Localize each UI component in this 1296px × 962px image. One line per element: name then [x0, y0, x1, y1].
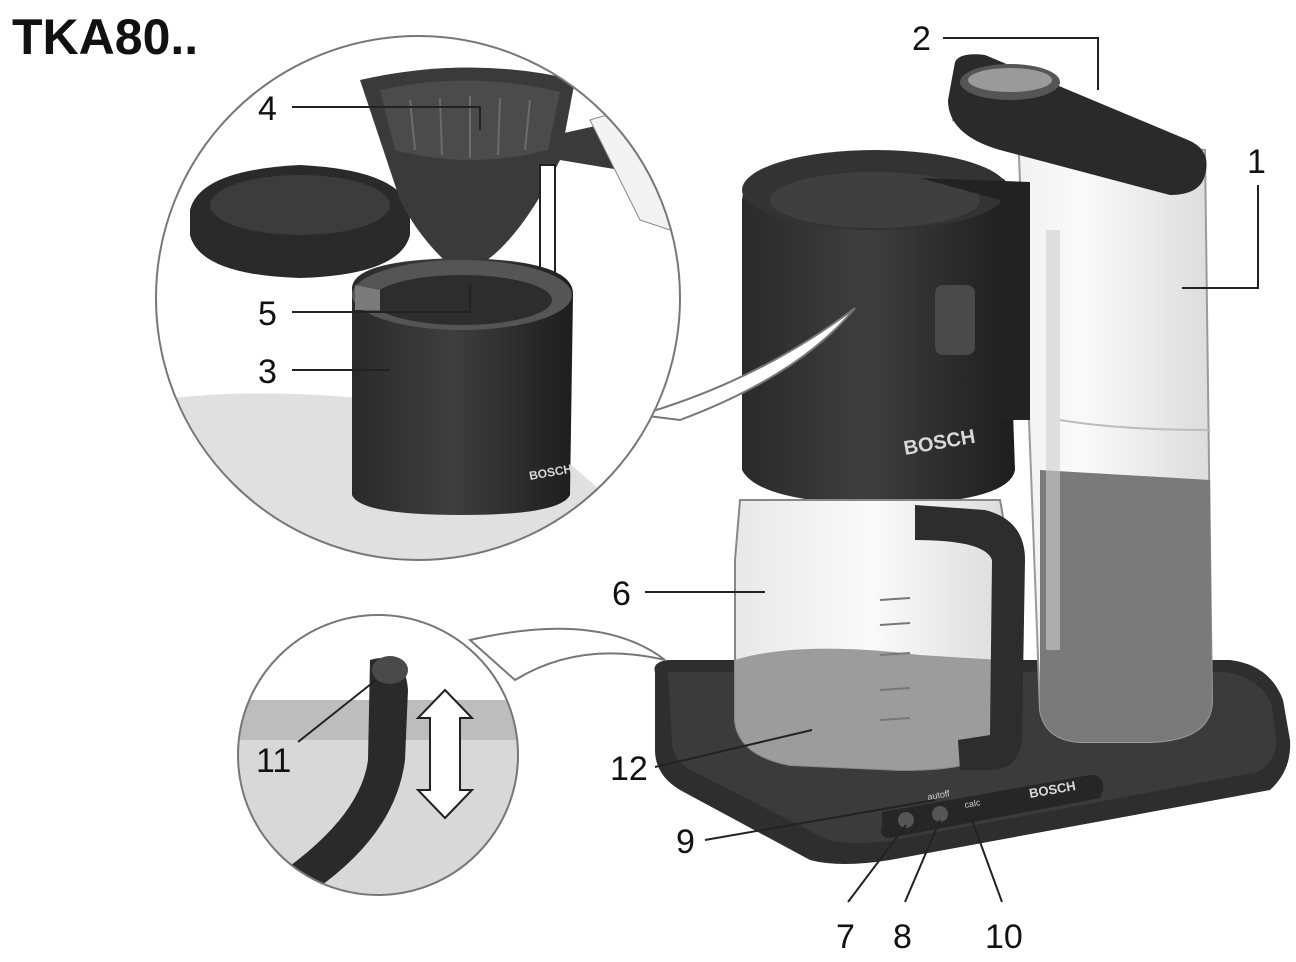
- callout-11: 11: [256, 742, 291, 780]
- leader-7: [847, 824, 907, 903]
- callout-10: 10: [985, 918, 1023, 956]
- model-title: TKA80..: [12, 9, 199, 65]
- leader-lines: [292, 37, 1259, 903]
- leader-10: [971, 819, 1003, 903]
- callout-2: 2: [912, 20, 931, 58]
- leader-11: [297, 679, 377, 743]
- water-tank-lid: [948, 54, 1207, 195]
- power-button[interactable]: [898, 812, 914, 828]
- callout-tail-small: [467, 627, 666, 682]
- leader-12: [654, 729, 813, 768]
- brew-housing: BOSCH: [742, 150, 1030, 505]
- leader-2: [943, 37, 1099, 90]
- leader-8: [904, 819, 941, 903]
- callout-3: 3: [258, 353, 277, 391]
- callout-5: 5: [258, 295, 277, 333]
- leader-5: [292, 285, 471, 313]
- callout-4: 4: [258, 90, 277, 128]
- leader-4: [292, 106, 481, 130]
- callout-12: 12: [610, 750, 648, 788]
- leader-1: [1182, 185, 1259, 289]
- autoff-label: autoff: [927, 788, 951, 802]
- callout-1: 1: [1247, 143, 1266, 181]
- keep-warm-button[interactable]: [932, 806, 948, 822]
- callout-tail-large: [639, 307, 856, 422]
- leader-9: [704, 799, 936, 841]
- callout-9: 9: [676, 823, 695, 861]
- callout-numbers: 1 2 3 4 5 6 7 8 9 10 11 12: [256, 20, 1266, 956]
- callout-7: 7: [836, 918, 855, 956]
- callout-6: 6: [612, 575, 631, 613]
- detail-circle-height: [237, 614, 519, 896]
- glass-carafe: [734, 499, 1025, 772]
- water-tank: [951, 119, 1214, 743]
- callout-8: 8: [893, 918, 912, 956]
- control-panel: autoff calc BOSCH: [881, 775, 1104, 838]
- calc-label: calc: [964, 797, 982, 810]
- detail-circle-filter: BOSCH: [155, 35, 681, 561]
